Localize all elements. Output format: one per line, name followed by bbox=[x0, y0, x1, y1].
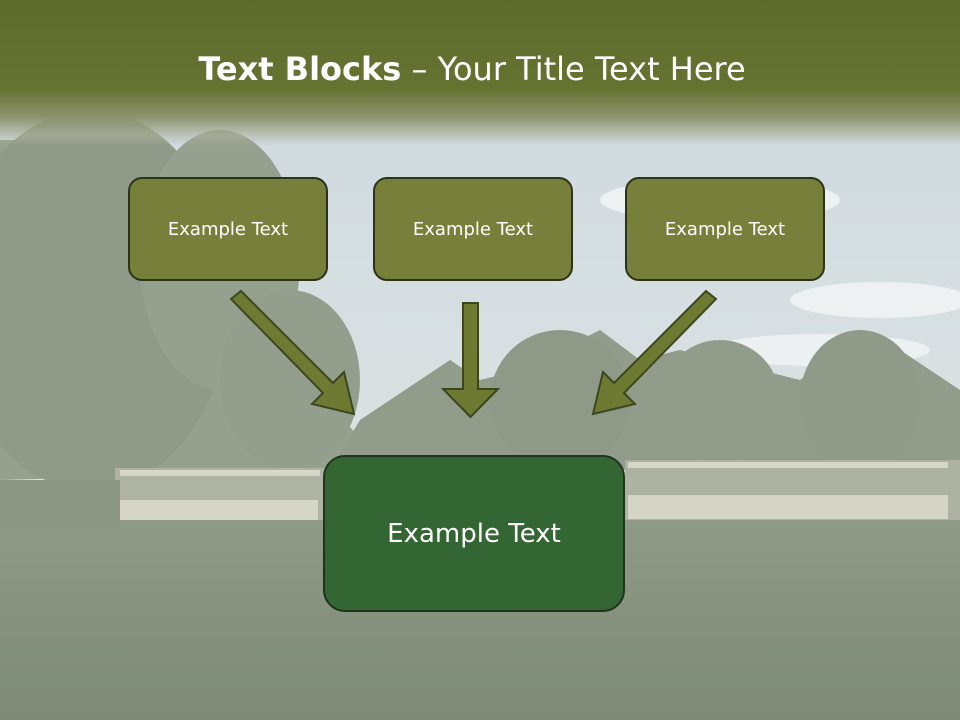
text-block-3-label: Example Text bbox=[664, 218, 786, 240]
main-text-block[interactable]: Example Text bbox=[323, 455, 625, 612]
arrow-down-icon[interactable] bbox=[440, 302, 501, 419]
title-rest: – Your Title Text Here bbox=[401, 50, 746, 88]
text-block-2[interactable]: Example Text bbox=[373, 177, 573, 281]
slide-title: Text Blocks – Your Title Text Here bbox=[0, 50, 944, 88]
text-block-3[interactable]: Example Text bbox=[625, 177, 825, 281]
main-text-block-label: Example Text bbox=[387, 518, 561, 549]
text-block-1-label: Example Text bbox=[167, 218, 289, 240]
text-block-1[interactable]: Example Text bbox=[128, 177, 328, 281]
text-block-2-label: Example Text bbox=[412, 218, 534, 240]
arrow-down-right-icon[interactable] bbox=[229, 289, 356, 416]
header-band bbox=[0, 0, 960, 146]
title-bold: Text Blocks bbox=[198, 50, 402, 88]
arrow-down-left-icon[interactable] bbox=[591, 289, 718, 416]
